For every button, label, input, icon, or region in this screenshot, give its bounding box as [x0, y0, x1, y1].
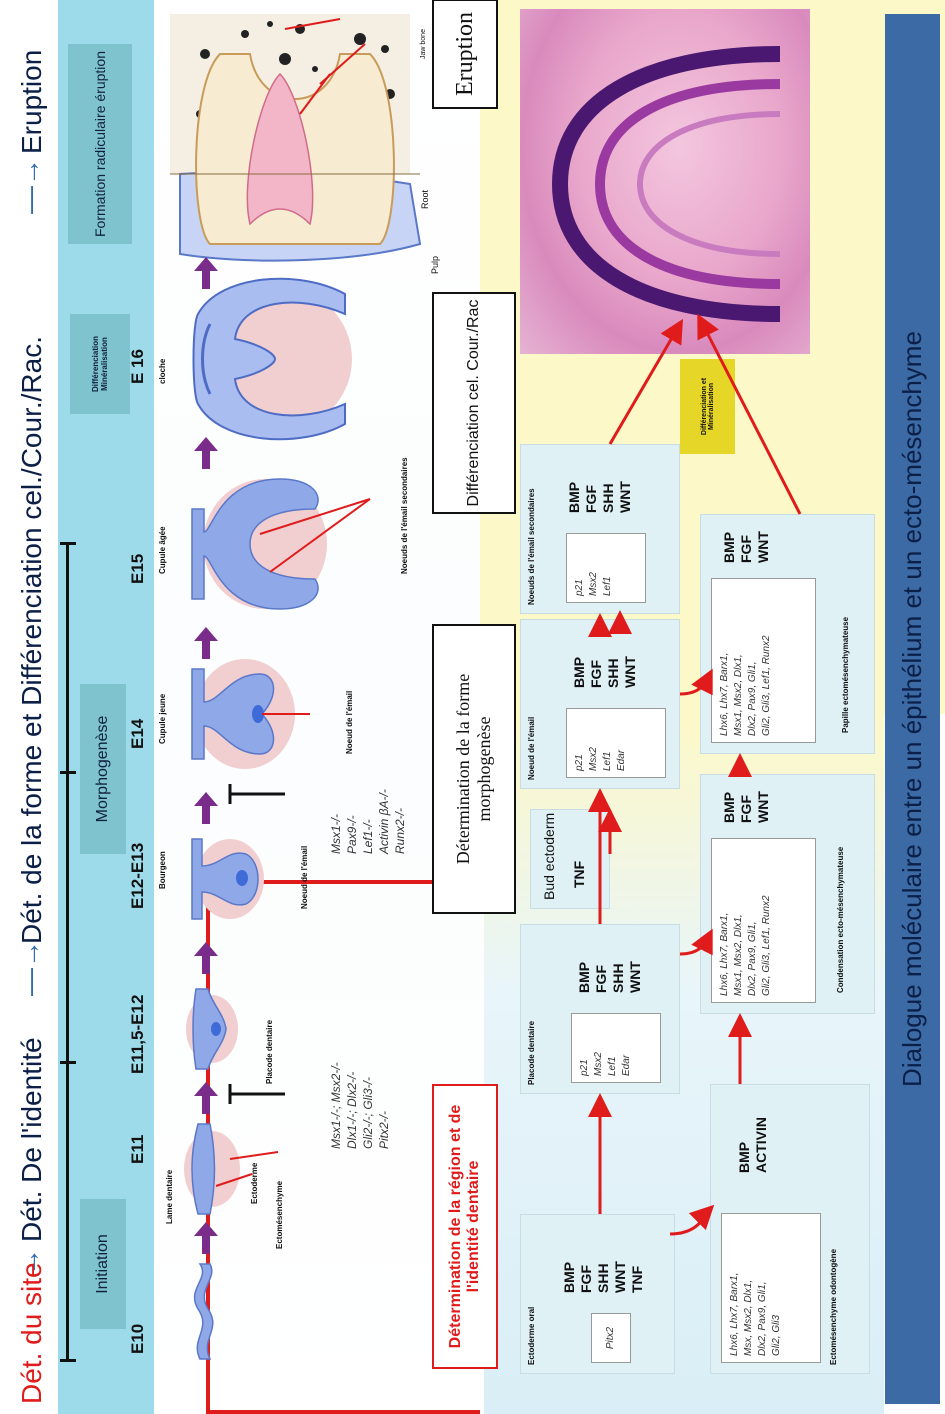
label-noeud-secondaires: Noeuds de l'émail secondaires: [400, 457, 409, 574]
placode-node: [211, 1022, 221, 1036]
lamina-e10: [195, 1264, 213, 1359]
label-noeud-bourgeon: Noeud de l'émail: [300, 846, 309, 909]
timeline-tick-4: [60, 542, 76, 545]
box-eruption: Eruption: [432, 0, 498, 109]
day-e11: E11: [128, 1135, 148, 1164]
label-jaw: Jaw bone: [420, 29, 427, 59]
arrow-site-identity: →: [14, 1248, 46, 1276]
inhibitors-morph: Msx1-/-Pax9-/-Lef1-/-Activin βA-/-Runx2-…: [328, 789, 408, 854]
timeline-tick-1: [60, 1359, 76, 1362]
timeline-tick-3: [60, 771, 76, 774]
label-ectomesenchyme: Ectomésenchyme: [275, 1181, 284, 1249]
flow-arrows: [500, 0, 900, 1414]
box-region: Détermination de la région et de l'ident…: [432, 1084, 498, 1369]
ectoderm-e11: [192, 1124, 215, 1214]
label-root: Root: [420, 190, 430, 209]
arrow-form-eruption: —→: [14, 158, 46, 214]
header-identity: Dét. De l'identité: [16, 1037, 48, 1242]
stage-illustrations: [150, 0, 480, 1414]
label-lame: Lame dentaire: [165, 1170, 174, 1224]
day-e14: E14: [128, 719, 148, 749]
header-eruption: Eruption: [16, 50, 48, 154]
footer-band: Dialogue moléculaire entre un épithélium…: [885, 14, 940, 1404]
label-noeud-cupule: Noeud de l'émail: [345, 691, 354, 754]
header-site: Dét. du site: [16, 1262, 48, 1404]
phase-differenciation: Différenciation Minéralisation: [70, 314, 130, 414]
timeline-line: [66, 542, 69, 1362]
day-e10: E10: [128, 1324, 148, 1354]
inhibition-bars: [230, 784, 285, 1104]
day-e15: E15: [128, 554, 148, 584]
day-e11-5: E11,5-E12: [128, 995, 148, 1074]
phase-formation: Formation radiculaire éruption: [68, 44, 132, 244]
header-form: Dét. de la forme et Différenciation cel.…: [16, 336, 48, 944]
label-ectoderme: Ectoderme: [250, 1163, 259, 1204]
timeline-tick-2: [60, 1061, 76, 1064]
day-e12-13: E12-E13: [128, 843, 148, 909]
inhibitors-init: Msx1-/-; Msx2-/-Dlx1-/-; Dlx2-/-Gli2-/-;…: [328, 1062, 392, 1149]
label-pulp: Pulp: [430, 256, 440, 274]
phase-morphogenese: Morphogenèse: [80, 684, 126, 854]
arrow-identity-form: —→: [14, 940, 46, 996]
day-e16: E 16: [128, 349, 148, 384]
phase-initiation: Initiation: [80, 1199, 126, 1329]
bud-node: [236, 870, 248, 886]
label-placode: Placode dentaire: [265, 1020, 274, 1084]
flow-arrow-lines: [600, 319, 800, 1234]
